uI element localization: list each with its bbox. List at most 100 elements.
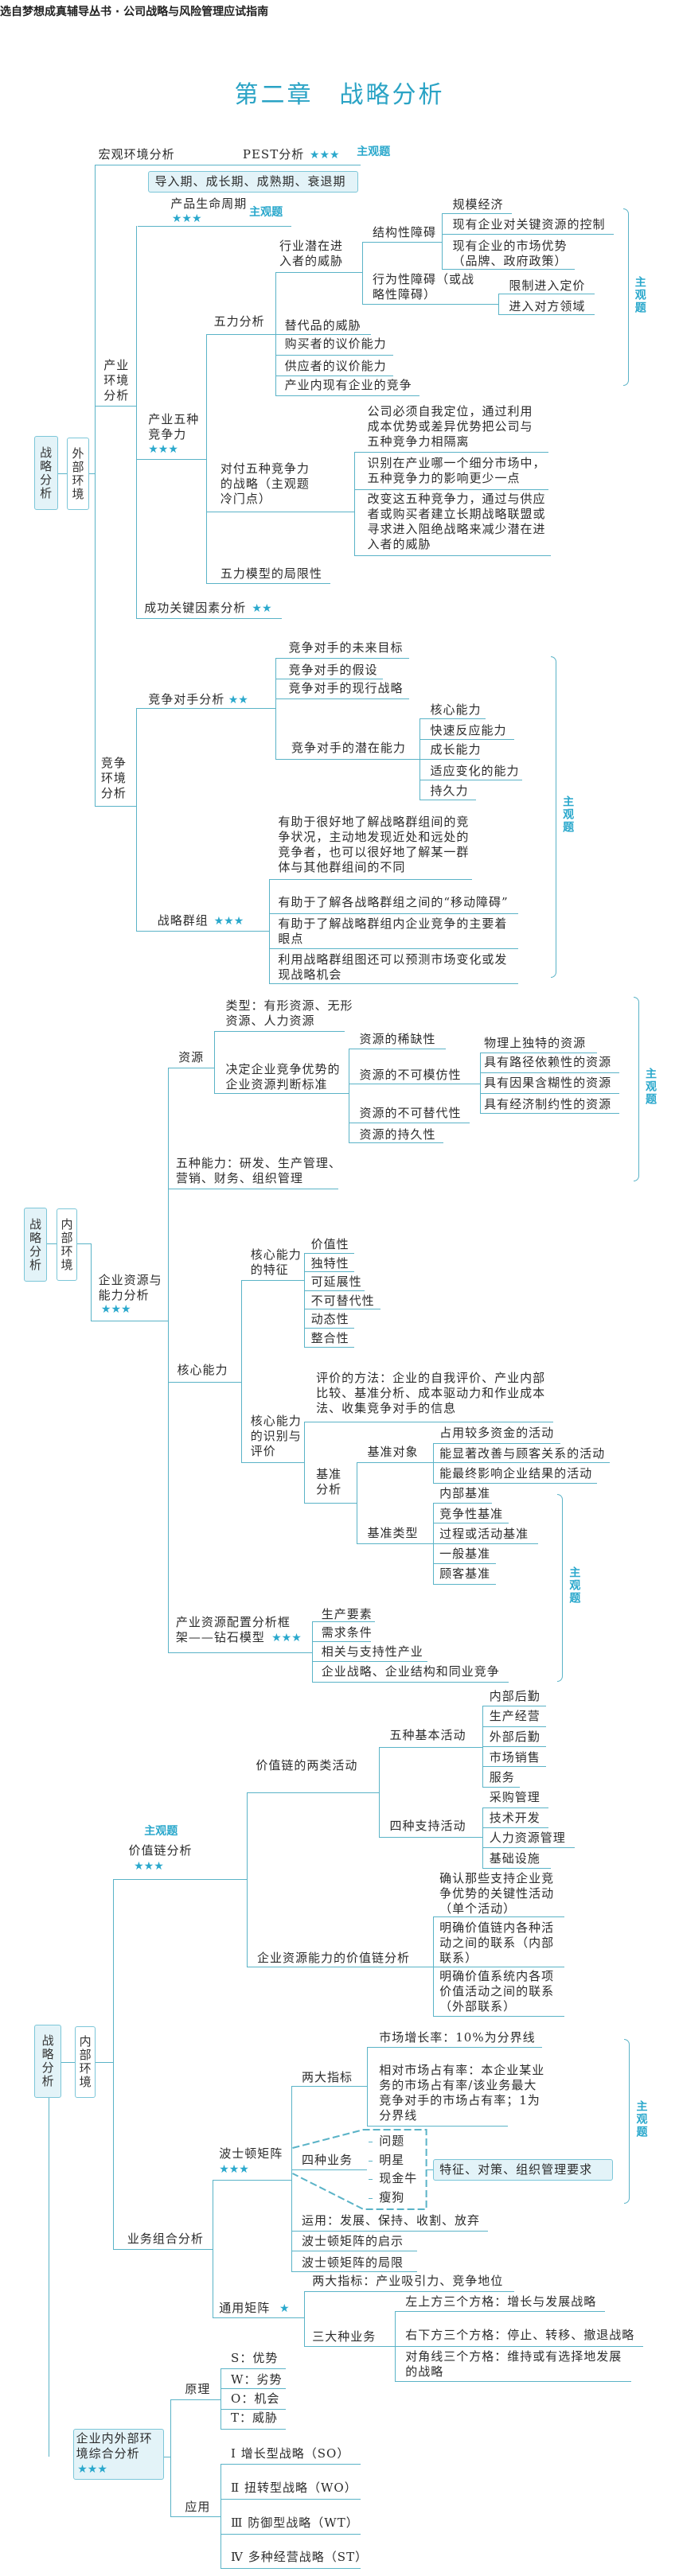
- connector-line: [275, 658, 410, 659]
- connector-line: [395, 2311, 396, 2381]
- connector-line: [395, 2311, 605, 2312]
- connector-line: [379, 1747, 380, 1837]
- ext-industry-label: 产业环境分析: [103, 358, 130, 403]
- int2-support-items-1-label: 技术开发: [489, 1811, 540, 1825]
- int1-res-types-label: 类型：有形资源、无形资源、人力资源: [225, 998, 353, 1028]
- int2-ge-ind-label: 两大指标：产业吸引力、竞争地位: [312, 2274, 504, 2288]
- connector-line: [304, 1328, 354, 1329]
- ext-rival-items-1-label: 竞争对手的假设: [288, 663, 378, 677]
- ext-rival-items-0-label: 竞争对手的未来目标: [288, 640, 404, 655]
- int2-bcg-use-label: 运用：发展、保持、收割、放弃: [302, 2213, 481, 2228]
- connector-line: [138, 226, 291, 227]
- ext-ksf-label: 成功关键因素分析: [144, 601, 247, 615]
- int1-inimitable-3-label: 具有经济制约性的资源: [484, 1097, 612, 1111]
- connector-line: [268, 913, 518, 914]
- int2-primary-items-0-label: 内部后勤: [489, 1689, 540, 1703]
- connector-line: [432, 1443, 560, 1444]
- connector-line: [212, 2317, 305, 2318]
- int2-bcg-box-label: 特征、对策、组织管理要求: [439, 2162, 593, 2177]
- int1-diamond-label: 产业资源配置分析框架——钻石模型: [175, 1615, 291, 1644]
- connector-line: [480, 1093, 619, 1094]
- subjective-tag: 主观题: [643, 1068, 657, 1106]
- connector-line: [220, 2568, 361, 2569]
- int2-bcg-ind-items-0-label: 市场增长率：10%为分界线: [379, 2030, 536, 2045]
- connector-line: [419, 759, 481, 760]
- int1-bench-obj-items-2-label: 能最终影响企业结果的活动: [439, 1466, 593, 1481]
- ext-macro-label: 宏观环境分析: [98, 147, 175, 161]
- ext-potential-0-label: 核心能力: [430, 702, 482, 717]
- connector-line: [112, 2249, 213, 2250]
- connector-line: [482, 1766, 546, 1767]
- connector-line: [304, 1253, 306, 1347]
- chapter-title: 第二章 战略分析: [234, 81, 445, 109]
- connector-line: [482, 1868, 552, 1869]
- int1-bench-types-4-label: 顾客基准: [439, 1566, 491, 1581]
- ext-groups-items-1-label: 有助于了解各战略群组之间的“移动障碍”: [278, 895, 509, 909]
- connector-line: [304, 2291, 306, 2346]
- connector-line: [241, 1280, 243, 1462]
- ext-ff-analysis-label: 五力分析: [213, 314, 265, 329]
- connector-line: [241, 1280, 305, 1281]
- int2-apply-items-2-label: Ⅲ 防御型战略（WT）: [231, 2516, 359, 2530]
- int1-features-1-label: 独特性: [310, 1256, 349, 1270]
- int2-vc-stars-rating: ★★★: [134, 1860, 164, 1873]
- ext-env-label: 外部环境: [70, 446, 85, 501]
- ext-ksf-stars-rating: ★★: [252, 602, 272, 615]
- connector-line: [498, 314, 595, 315]
- connector-line: [419, 739, 514, 740]
- connector-line: [220, 2499, 361, 2500]
- int2-apply-label: 应用: [185, 2500, 211, 2514]
- ext-potential-3-label: 适应变化的能力: [430, 764, 520, 778]
- connector-line: [77, 1243, 91, 1244]
- int2-principle-label: 原理: [185, 2382, 211, 2396]
- connector-line: [112, 1879, 114, 2249]
- ext-structural-items-0-label: 规模经济: [452, 197, 504, 212]
- int1-diamond-items-3-label: 企业战略、企业结构和同业竞争: [321, 1664, 500, 1679]
- int2-env-box: 内部环境: [74, 2026, 96, 2098]
- ext-structural-items-1-label: 现有企业对关键资源的控制: [452, 217, 606, 232]
- subjective-tag: 主观题: [634, 2099, 648, 2138]
- ext-groups-items-0-label: 有助于很好地了解战略群组间的竞争状况，主动地发现近处和远处的竞争者，也可以很好地…: [278, 815, 470, 874]
- connector-line: [369, 2161, 373, 2162]
- connector-line: [268, 879, 473, 880]
- connector-line: [419, 718, 421, 800]
- ext-structural-items-2-label: 现有企业的市场优势（品牌、政府政策）: [452, 239, 568, 268]
- connector-line: [304, 2291, 514, 2292]
- connector-line: [357, 1543, 433, 1544]
- ext-rival-stars-rating: ★★: [228, 694, 248, 706]
- connector-line: [304, 2346, 396, 2347]
- connector-line: [275, 698, 410, 699]
- connector-line: [275, 272, 362, 273]
- connector-line: [432, 1916, 434, 2016]
- connector-line: [136, 708, 138, 931]
- ext-pest-label: PEST分析: [242, 147, 305, 161]
- ext-groups-items-3-label: 利用战略群组图还可以预测市场变化或发现战略机会: [278, 952, 508, 982]
- subjective-bracket: [557, 1494, 564, 1682]
- connector-line: [426, 2169, 433, 2170]
- bcg-requirements-box: [432, 2159, 613, 2181]
- int1-inimitable-0-label: 物理上独特的资源: [484, 1036, 587, 1050]
- connector-line: [369, 2179, 373, 2180]
- int2-bcg-limit-label: 波士顿矩阵的局限: [302, 2255, 404, 2270]
- connector-line: [498, 294, 500, 314]
- connector-line: [379, 1837, 483, 1838]
- connector-line: [220, 2368, 287, 2369]
- connector-line: [220, 2409, 287, 2410]
- int2-swot-stars-rating: ★★★: [77, 2463, 107, 2476]
- connector-line: [213, 1093, 349, 1094]
- connector-line: [379, 1747, 483, 1748]
- int1-criteria-0-label: 资源的稀缺性: [359, 1032, 436, 1046]
- connector-line: [205, 334, 207, 583]
- ext-root-label: 战略分析: [38, 446, 53, 500]
- int2-vc-analysis-label: 企业资源能力的价值链分析: [257, 1951, 411, 1965]
- ext-rival-items-2-label: 竞争对手的现行战略: [288, 681, 404, 695]
- int2-primary-items-4-label: 服务: [489, 1770, 515, 1784]
- ext-ff-strategy-label: 对付五种竞争力的战略（主观题冷门点）: [220, 461, 310, 506]
- int2-apply-items-3-label: Ⅳ 多种经营战略（ST）: [231, 2550, 369, 2564]
- connector-line: [442, 234, 615, 235]
- connector-line: [89, 473, 95, 474]
- int2-env-label: 内部环境: [77, 2035, 92, 2089]
- ext-forces-2-label: 供应者的议价能力: [284, 359, 387, 373]
- connector-line: [291, 2231, 489, 2232]
- connector-line: [432, 1503, 434, 1584]
